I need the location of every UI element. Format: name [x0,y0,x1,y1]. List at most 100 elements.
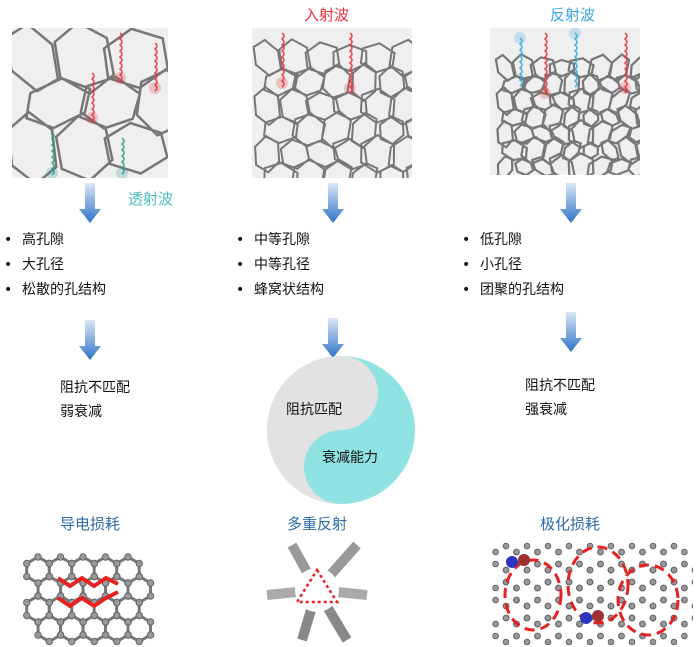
carbon-atom [45,611,53,620]
conduction-path [56,575,119,589]
polarization-loop [503,558,563,632]
carbon-atom [555,620,562,628]
polarization-loop [616,563,680,637]
carbon-atom [544,578,552,586]
incident-wave-icon [348,32,353,94]
carbon-atom [23,598,31,607]
carbon-atom [607,602,615,610]
carbon-atom [79,618,87,626]
carbon-atom [513,548,520,556]
carbon-atom [523,614,531,622]
dipole-positive [592,610,604,622]
carbon-atom [523,638,531,645]
carbon-atom [101,553,110,561]
carbon-atom [513,632,520,640]
carbon-atom [68,611,76,620]
carbon-atom [146,618,155,626]
carbon-atom [681,620,688,628]
carbon-atom [45,637,53,645]
carbon-atom [691,615,693,621]
feature-list-left: 高孔隙 大孔径 松散的孔结构 [4,228,106,303]
carbon-atom [45,572,53,581]
carbon-atom [639,584,646,592]
carbon-atom [124,618,132,626]
honeycomb-structure [252,28,412,178]
feature-item: 小孔径 [462,253,564,278]
incident-wave-icon [118,32,123,82]
carbon-atom [565,614,573,622]
carbon-atom [45,598,53,607]
carbon-atom [23,572,31,581]
carbon-atom [513,596,520,604]
result-line: 弱衰减 [60,404,102,420]
carbon-atom [124,553,132,561]
carbon-atom [56,631,65,639]
carbon-atom [555,548,562,556]
carbon-atom [649,614,657,622]
carbon-atom [544,542,552,550]
balance-yin-yang [267,356,415,504]
carbon-atom [101,618,110,626]
carbon-atom [534,548,541,556]
feature-list-right: 低孔隙 小孔径 团聚的孔结构 [462,228,564,303]
carbon-atom [607,542,615,550]
carbon-atom [691,567,693,573]
incident-wave-icon [50,132,55,176]
carbon-atom [681,560,688,568]
reflected-wave-label: 反射波 [550,6,596,24]
feature-item: 低孔隙 [462,228,564,253]
carbon-atom [660,548,667,556]
carbon-atom [639,548,646,556]
conduction-path [56,590,119,609]
carbon-atom [124,631,132,639]
carbon-atom [670,542,678,550]
carbon-atom [597,548,604,556]
carbon-atom [597,596,604,604]
carbon-atom [68,637,76,645]
multiple-reflection-illustration [266,541,368,643]
carbon-atom [34,618,42,626]
carbon-atom [681,584,688,592]
carbon-atom [113,611,121,620]
incident-wave-icon [90,72,95,122]
result-left: 阻抗不匹配 弱衰减 [60,376,130,424]
carbon-atom [135,611,144,620]
reflected-wave-icon [518,37,523,87]
carbon-atom [639,620,646,628]
carbon-atom [492,620,499,628]
carbon-atom [146,579,155,587]
carbon-atom [534,596,541,604]
carbon-atom [618,620,625,628]
carbon-atom [618,632,625,640]
carbon-atom [544,638,552,645]
pore-network [12,28,168,178]
polarization-loop [566,545,630,625]
carbon-atom [523,542,531,550]
carbon-atom [670,638,678,645]
reflection-path [294,567,340,604]
feature-item: 大孔径 [4,253,106,278]
carbon-atom [146,592,155,600]
carbon-atom [502,566,510,574]
carbon-atom [34,592,42,600]
attenuation-label: 衰减能力 [322,450,378,466]
carbon-atom [135,637,143,645]
carbon-atom [691,603,693,609]
carbon-atom [45,559,53,568]
carbon-atom [597,560,604,568]
carbon-atom [492,548,499,556]
carbon-atom [113,572,121,581]
mechanism-conductive-loss: 导电损耗 [60,515,121,533]
reflected-wave-icon [573,32,578,88]
conductive-graphene-illustration [23,553,155,645]
carbon-atom [34,579,42,587]
carbon-atom [576,584,583,592]
carbon-atom [576,632,583,640]
carbon-atom [649,638,657,645]
incident-wave-label: 入射波 [304,6,350,24]
carbon-atom [649,542,657,550]
carbon-atom [586,578,594,586]
carbon-atom [79,553,87,561]
carbon-atom [523,578,531,586]
mechanism-multiple-reflection: 多重反射 [287,515,348,533]
